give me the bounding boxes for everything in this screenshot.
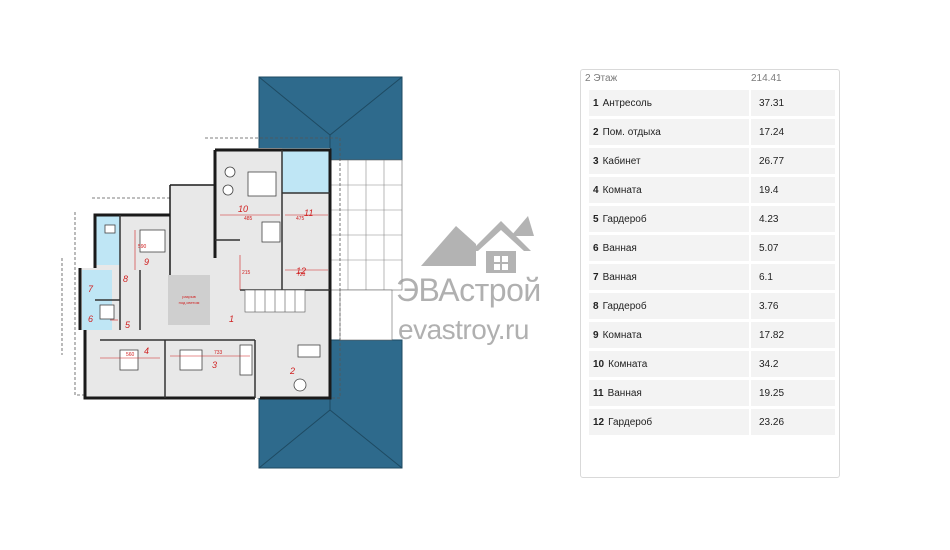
room-name: Гардероб [602, 213, 647, 225]
room-numbers: 1 2 3 4 5 6 7 8 9 10 11 12 [88, 204, 313, 376]
room-number: 11 [593, 387, 604, 399]
room-area-cell: 19.25 [751, 380, 835, 406]
room-number: 12 [593, 416, 605, 428]
room-area-cell: 34.2 [751, 351, 835, 377]
room-number: 9 [144, 257, 149, 267]
room-name: Комната [602, 329, 642, 341]
room-name: Антресоль [602, 97, 652, 109]
room-name: Кабинет [602, 155, 641, 167]
room-number: 2 [593, 126, 599, 138]
room-area-cell: 17.24 [751, 119, 835, 145]
terrace [329, 159, 403, 341]
room-area-cell: 3.76 [751, 293, 835, 319]
room-number: 2 [289, 366, 295, 376]
floor-total-area: 214.41 [751, 73, 782, 84]
room-area-cell: 4.23 [751, 206, 835, 232]
room-number: 8 [593, 300, 599, 312]
dimension-lines [100, 214, 328, 359]
room-number: 1 [593, 97, 599, 109]
room-number: 3 [212, 360, 217, 370]
stairs [244, 289, 306, 313]
floor-plan-drawing: 485 475 590 560 733 720 215 1 2 3 4 5 6 … [61, 76, 403, 469]
room-name: Пом. отдыха [602, 126, 661, 138]
dim-label: 560 [126, 352, 135, 358]
floor-title: 2 Этаж [585, 73, 618, 84]
room-name: Ванная [607, 387, 642, 399]
room-name: Комната [602, 184, 642, 196]
house-logo-icon [421, 216, 534, 273]
room-area-cell: 19.4 [751, 177, 835, 203]
room-area-cell: 17.82 [751, 322, 835, 348]
room-number: 12 [296, 266, 306, 276]
room-number: 1 [229, 314, 234, 324]
room-name: Ванная [602, 242, 637, 254]
room-name: Комната [608, 358, 648, 370]
dim-label: 733 [214, 350, 223, 356]
room-number: 6 [88, 314, 93, 324]
room-number: 5 [593, 213, 599, 225]
watermark: ЭВАстрой evastroy.ru [388, 206, 568, 356]
room-number: 10 [238, 204, 248, 214]
room-number: 9 [593, 329, 599, 341]
roof-top [258, 76, 403, 161]
room-number: 7 [88, 284, 94, 294]
room-number: 10 [593, 358, 605, 370]
dim-label: 720 [297, 272, 306, 278]
room-area-cell: 6.1 [751, 264, 835, 290]
watermark-url: evastroy.ru [398, 314, 529, 345]
room-number: 6 [593, 242, 599, 254]
floor-area [80, 148, 330, 398]
room-area-cell: 23.26 [751, 409, 835, 435]
room-name: Гардероб [602, 300, 647, 312]
room-name: Ванная [602, 271, 637, 283]
dimension-labels: 485 475 590 560 733 720 215 [126, 216, 306, 358]
dim-label: 485 [244, 216, 253, 222]
room-area-cell: 5.07 [751, 235, 835, 261]
room-name: Гардероб [608, 416, 653, 428]
table-header: 2 Этаж 214.41 [581, 70, 839, 87]
room-number: 8 [123, 274, 128, 284]
dim-label: 590 [138, 244, 147, 250]
dim-label: 215 [242, 270, 251, 276]
room-number: 11 [304, 208, 313, 218]
room-area-cell: 26.77 [751, 148, 835, 174]
room-number: 3 [593, 155, 599, 167]
room-area-cell: 37.31 [751, 90, 835, 116]
furniture [99, 166, 321, 392]
room-number: 4 [593, 184, 599, 196]
watermark-brand: ЭВАстрой [396, 272, 541, 308]
room-number: 5 [125, 320, 131, 330]
walls [78, 148, 332, 400]
room-number: 7 [593, 271, 599, 283]
room-number: 4 [144, 346, 149, 356]
dim-label: 475 [296, 216, 305, 222]
